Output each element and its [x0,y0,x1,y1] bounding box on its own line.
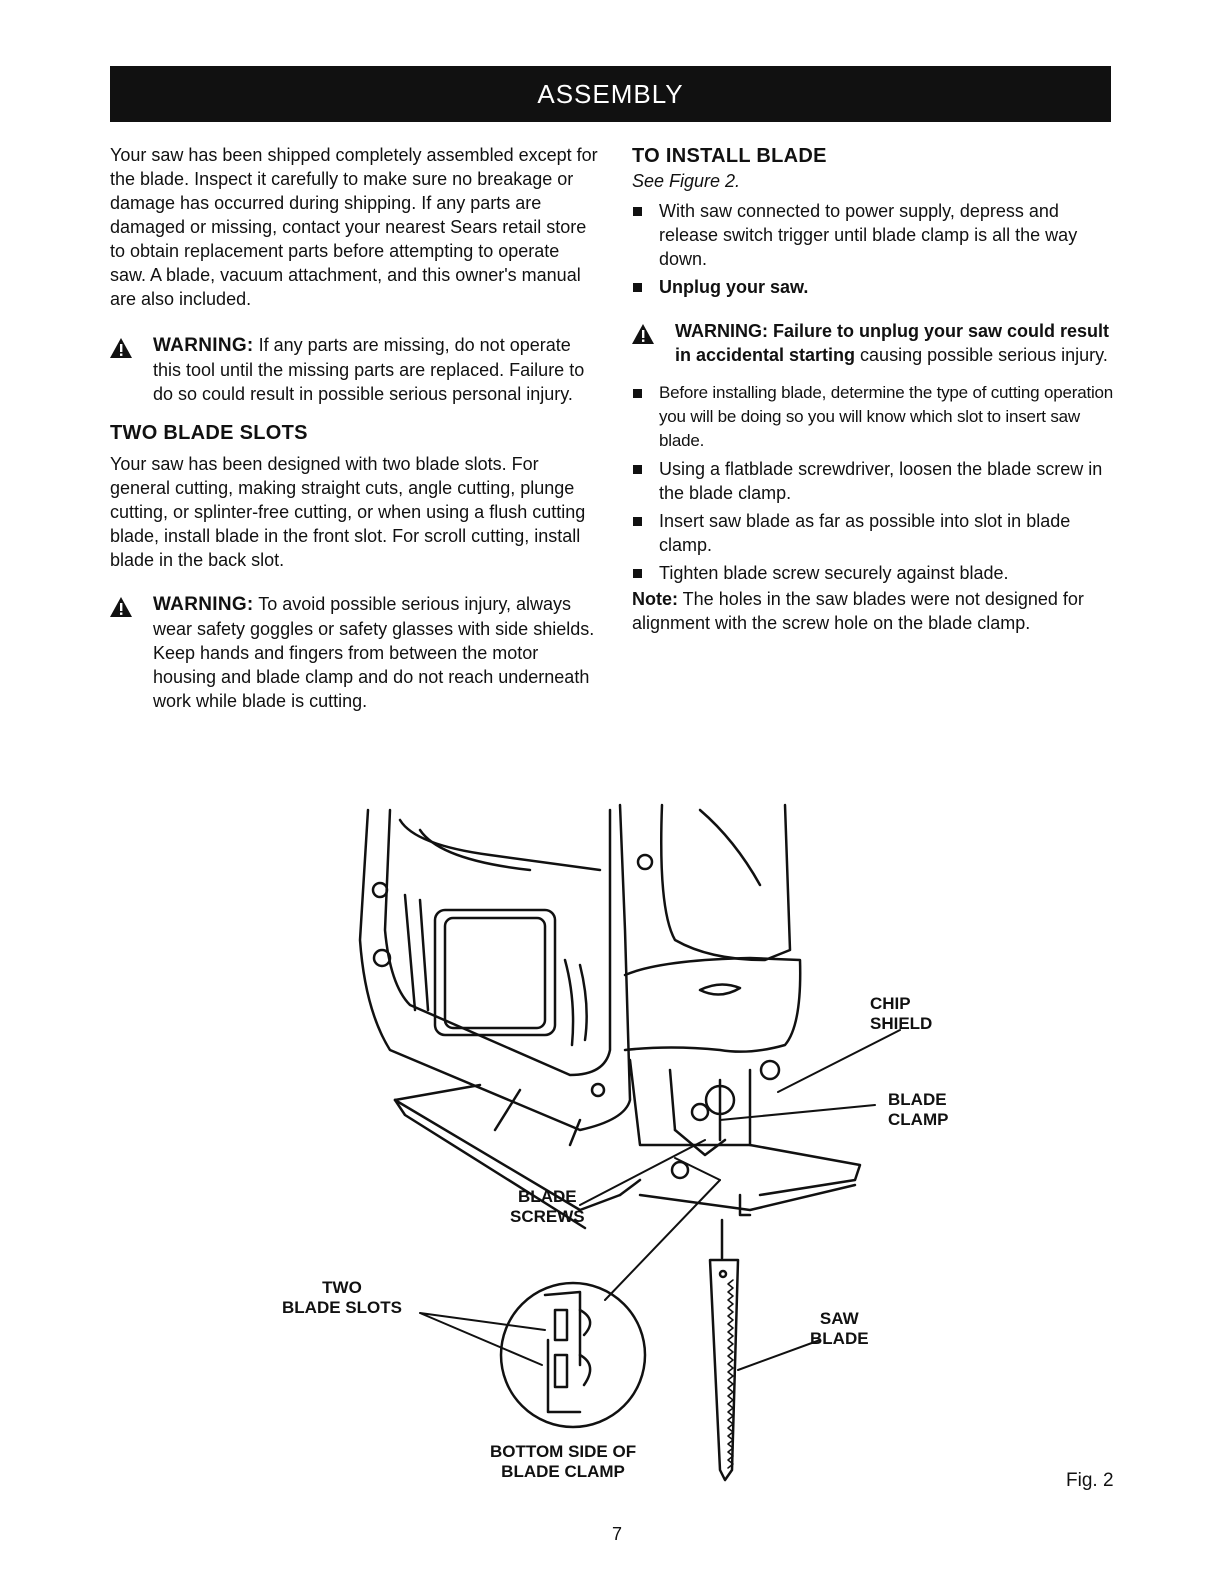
intro-paragraph: Your saw has been shipped completely ass… [110,145,598,309]
label-line: BOTTOM SIDE OF [490,1442,637,1461]
two-blade-slots-paragraph: Your saw has been designed with two blad… [110,454,586,570]
label-line: SHIELD [870,1014,933,1033]
label-line: TWO [322,1278,362,1297]
label-line: BLADE SLOTS [282,1298,402,1317]
note-text: The holes in the saw blades were not des… [632,589,1084,633]
warning-icon [632,324,654,344]
label-line: CLAMP [888,1110,949,1129]
install-steps-a: With saw connected to power supply, depr… [632,199,1122,299]
jigsaw-illustration [358,803,901,1482]
left-column: Your saw has been shipped completely ass… [110,143,600,713]
label-line: BLADE [518,1187,577,1206]
label-line: BLADE [888,1090,947,1109]
list-item: Tighten blade screw securely against bla… [632,561,1122,585]
warning-text: causing possible serious injury. [855,345,1108,365]
warning-text: If any parts are missing, do not operate… [153,335,585,404]
warning-safety-goggles: WARNING: To avoid possible serious injur… [110,592,600,713]
label-chip-shield: CHIP SHIELD [870,994,932,1034]
note-label: Note: [632,589,678,609]
list-item: With saw connected to power supply, depr… [632,199,1122,271]
list-item: Before installing blade, determine the t… [632,381,1122,453]
label-saw-blade: SAW BLADE [810,1309,869,1349]
warning-label: WARNING: [153,594,254,615]
section-title-two-blade-slots: TWO BLADE SLOTS [110,422,308,444]
list-item: Using a flatblade screwdriver, loosen th… [632,457,1122,505]
label-bottom-side-of-blade-clamp: BOTTOM SIDE OF BLADE CLAMP [490,1442,636,1482]
figure-reference: See Figure 2. [632,171,741,191]
right-column: TO INSTALL BLADE See Figure 2. With saw … [632,143,1122,635]
note-paragraph: Note: The holes in the saw blades were n… [632,587,1122,635]
label-line: SCREWS [510,1207,585,1226]
label-blade-clamp: BLADE CLAMP [888,1090,948,1130]
list-item: Insert saw blade as far as possible into… [632,509,1122,557]
label-two-blade-slots: TWO BLADE SLOTS [282,1278,402,1318]
warning-icon [110,338,132,358]
page-number: 7 [611,1524,622,1544]
warning-missing-parts: WARNING: If any parts are missing, do no… [110,333,600,406]
list-item: Unplug your saw. [632,275,1122,299]
figure-caption: Fig. 2 [1066,1470,1114,1491]
label-line: BLADE CLAMP [501,1462,625,1481]
label-line: BLADE [810,1329,869,1348]
section-header: ASSEMBLY [110,66,1111,122]
section-title-install-blade: TO INSTALL BLADE [632,145,827,167]
warning-icon [110,597,132,617]
warning-label: WARNING: [153,335,254,356]
warning-unplug: WARNING: Failure to unplug your saw coul… [632,319,1122,367]
label-line: CHIP [870,994,911,1013]
warning-bold-text: WARNING: Failure to unplug your saw coul… [675,321,1110,365]
warning-text: To avoid possible serious injury, always… [153,594,595,711]
install-steps-b: Before installing blade, determine the t… [632,381,1122,585]
label-blade-screws: BLADE SCREWS [510,1187,585,1227]
label-line: SAW [819,1309,859,1328]
